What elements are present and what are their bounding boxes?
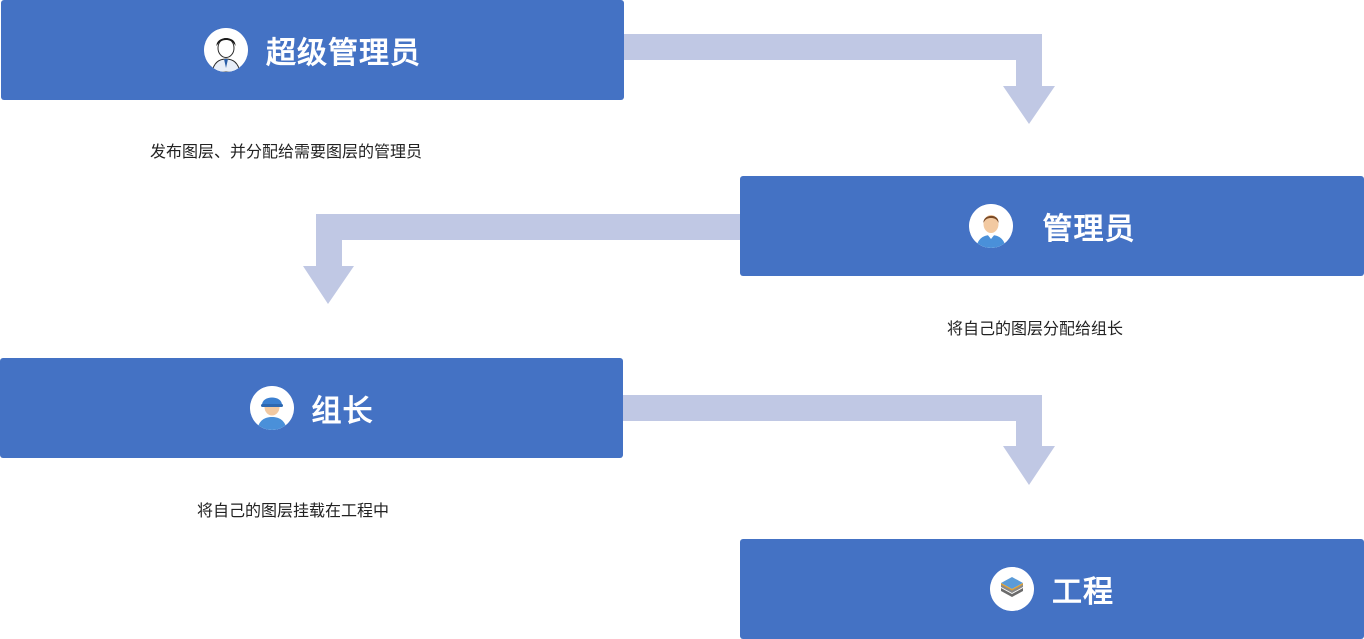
admin-avatar-icon [204, 28, 248, 72]
layers-icon [990, 567, 1034, 611]
arrow-super-to-admin [624, 34, 1055, 124]
node-title: 超级管理员 [266, 36, 421, 71]
node-project: 工程 [740, 539, 1364, 639]
node-description: 将自己的图层挂载在工程中 [197, 501, 390, 520]
user-avatar-icon [968, 204, 1013, 248]
arrow-lead-to-project [623, 395, 1055, 485]
node-team-lead: 组长 [0, 358, 623, 458]
arrow-admin-to-lead [303, 214, 740, 304]
node-title: 工程 [1052, 575, 1114, 610]
node-admin: 管理员 [740, 176, 1364, 276]
node-title: 管理员 [1042, 212, 1136, 247]
node-description: 将自己的图层分配给组长 [947, 319, 1124, 338]
node-description: 发布图层、并分配给需要图层的管理员 [150, 142, 423, 161]
node-title: 组长 [311, 394, 374, 429]
worker-avatar-icon [249, 386, 294, 430]
node-super-admin: 超级管理员 [1, 0, 624, 100]
